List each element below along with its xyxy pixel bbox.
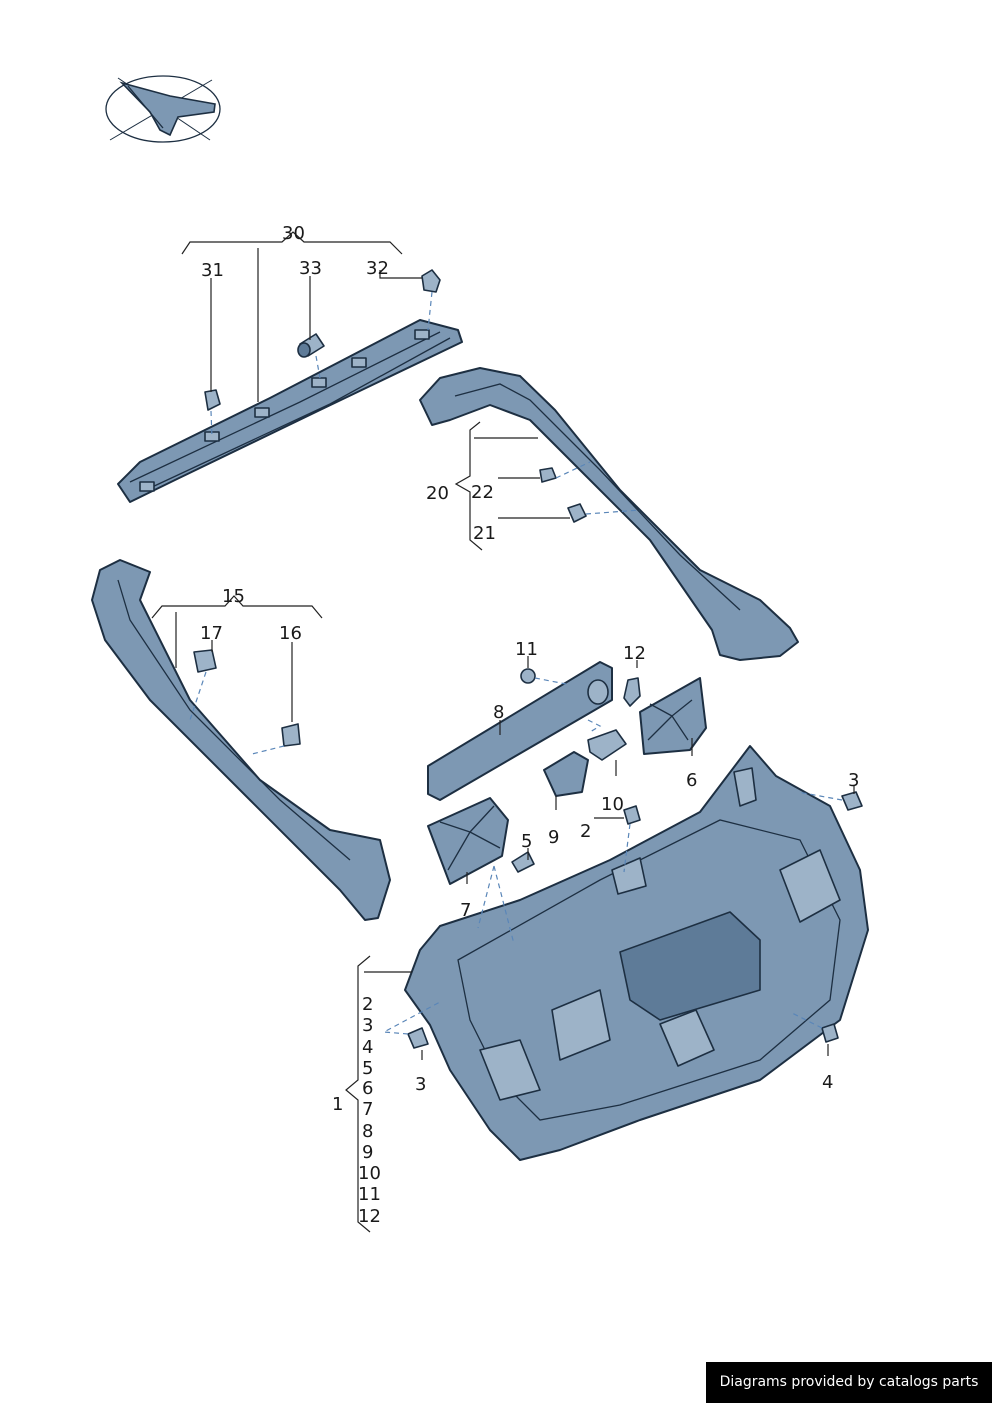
list-item: 2: [362, 994, 373, 1015]
callout-17: 17: [200, 623, 223, 644]
list-item: 5: [362, 1058, 373, 1079]
callout-15: 15: [222, 586, 245, 607]
callout-11: 11: [515, 639, 538, 660]
callout-31: 31: [201, 260, 224, 281]
callout-12: 12: [623, 643, 646, 664]
list-item: 6: [362, 1078, 373, 1099]
bracket-component: [587, 729, 627, 761]
callout-2: 2: [580, 821, 591, 842]
brand-logo-icon: [105, 75, 221, 143]
part-32-clip: [421, 269, 441, 293]
list-item: 8: [362, 1121, 373, 1142]
list-item: 10: [358, 1163, 381, 1184]
callout-33: 33: [299, 258, 322, 279]
part-15-left-pillar-trim: [91, 559, 391, 921]
part-12-hook: [623, 677, 641, 707]
part-10-clip: [623, 805, 641, 825]
callout-21: 21: [473, 523, 496, 544]
callout-20: 20: [426, 483, 449, 504]
callout-30: 30: [282, 223, 305, 244]
list-item: 9: [362, 1142, 373, 1163]
list-item: 11: [358, 1184, 381, 1205]
callout-6: 6: [686, 770, 697, 791]
callout-1: 1: [332, 1094, 343, 1115]
callout-10: 10: [601, 794, 624, 815]
callout-4: 4: [822, 1072, 833, 1093]
part-30-upper-trim-rail: [117, 319, 463, 503]
part-33-bushing: [297, 333, 325, 358]
callout-3-right: 3: [848, 770, 859, 791]
part-8-cover-panel: [427, 661, 613, 801]
group-1-component-list: 2 3 4 5 6 7 8 9 10 11 12: [358, 994, 381, 1227]
part-31-clip: [204, 389, 221, 411]
callout-16: 16: [279, 623, 302, 644]
part-11-screw: [520, 668, 536, 684]
callout-8: 8: [493, 702, 504, 723]
part-6-cover-right: [639, 677, 707, 755]
part-7-cover-left: [427, 797, 509, 885]
callout-32: 32: [366, 258, 389, 279]
callout-22: 22: [471, 482, 494, 503]
list-item: 7: [362, 1099, 373, 1120]
callout-5: 5: [521, 831, 532, 852]
part-5-bushing: [511, 851, 535, 873]
list-item: 12: [358, 1206, 381, 1227]
part-20-right-arch-trim: [419, 367, 799, 661]
part-3-clip-left: [407, 1027, 429, 1049]
part-3-clip-right: [841, 791, 863, 811]
callout-3-left: 3: [415, 1074, 426, 1095]
part-1-tailgate-trim-panel: [404, 745, 869, 1161]
list-item: 4: [362, 1037, 373, 1058]
part-9-small-cover: [543, 751, 589, 797]
part-4-clip: [821, 1023, 839, 1043]
list-item: 3: [362, 1015, 373, 1036]
footer-credit: Diagrams provided by catalogs parts: [706, 1362, 992, 1403]
callout-7: 7: [460, 900, 471, 921]
callout-9: 9: [548, 827, 559, 848]
